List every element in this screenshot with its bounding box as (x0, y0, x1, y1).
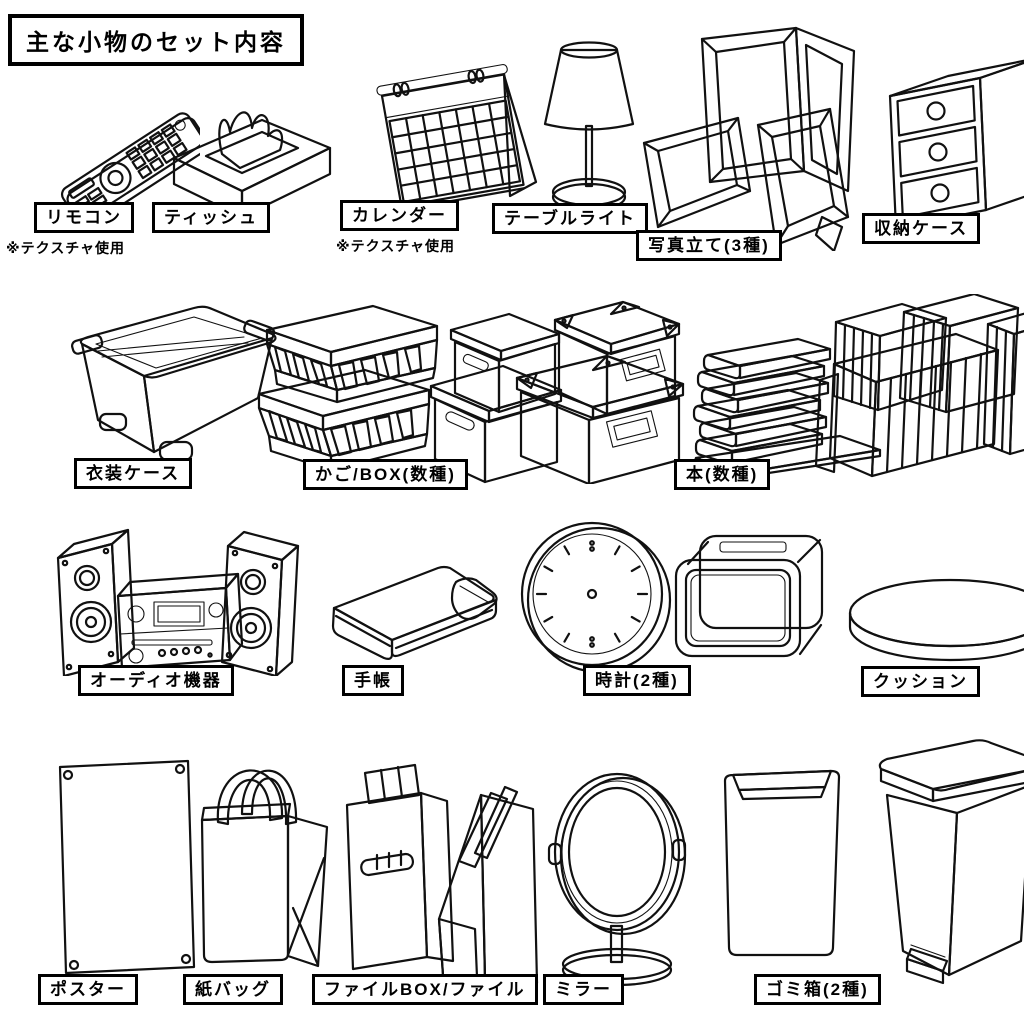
note-remote-texture: ※テクスチャ使用 (6, 240, 126, 256)
label-basket-box: かご/BOX(数種) (303, 459, 468, 491)
photo-frames-illustration (636, 21, 856, 251)
calendar-illustration (358, 46, 538, 216)
label-cushion: クッション (861, 666, 980, 698)
label-books: 本(数種) (674, 459, 771, 491)
cushion-illustration (840, 551, 1024, 671)
label-notebook: 手帳 (342, 665, 404, 697)
baskets-and-boxes-illustration (255, 294, 685, 484)
audio-system-illustration (52, 516, 307, 676)
label-calendar: カレンダー (340, 200, 459, 232)
label-mirror: ミラー (543, 974, 624, 1006)
label-clocks: 時計(2種) (583, 665, 691, 697)
clocks-illustration (510, 516, 830, 676)
label-audio: オーディオ機器 (78, 665, 234, 697)
label-trash: ゴミ箱(2種) (754, 974, 881, 1006)
label-photo-frames: 写真立て(3種) (636, 230, 782, 262)
label-poster: ポスター (38, 974, 138, 1006)
label-storage-case: 収納ケース (862, 213, 981, 245)
file-box-illustration (335, 761, 550, 986)
page-title: 主な小物のセット内容 (8, 14, 304, 66)
trash-cans-illustration (705, 731, 1024, 986)
label-file-box: ファイルBOX/ファイル (312, 974, 538, 1006)
mirror-illustration (545, 746, 695, 986)
table-lamp-illustration (532, 28, 647, 213)
storage-case-illustration (880, 38, 1024, 233)
label-table-light: テーブルライト (492, 203, 648, 235)
planner-notebook-illustration (320, 556, 510, 676)
label-clothing-case: 衣装ケース (74, 458, 193, 490)
clothing-case-illustration (48, 294, 283, 479)
paper-bag-illustration (192, 736, 337, 986)
books-illustration (688, 294, 1024, 479)
poster-illustration (48, 751, 198, 981)
label-tissue: ティッシュ (152, 202, 270, 234)
label-remote: リモコン (34, 202, 134, 234)
note-calendar-texture: ※テクスチャ使用 (336, 238, 456, 254)
label-paper-bag: 紙バッグ (183, 974, 283, 1006)
